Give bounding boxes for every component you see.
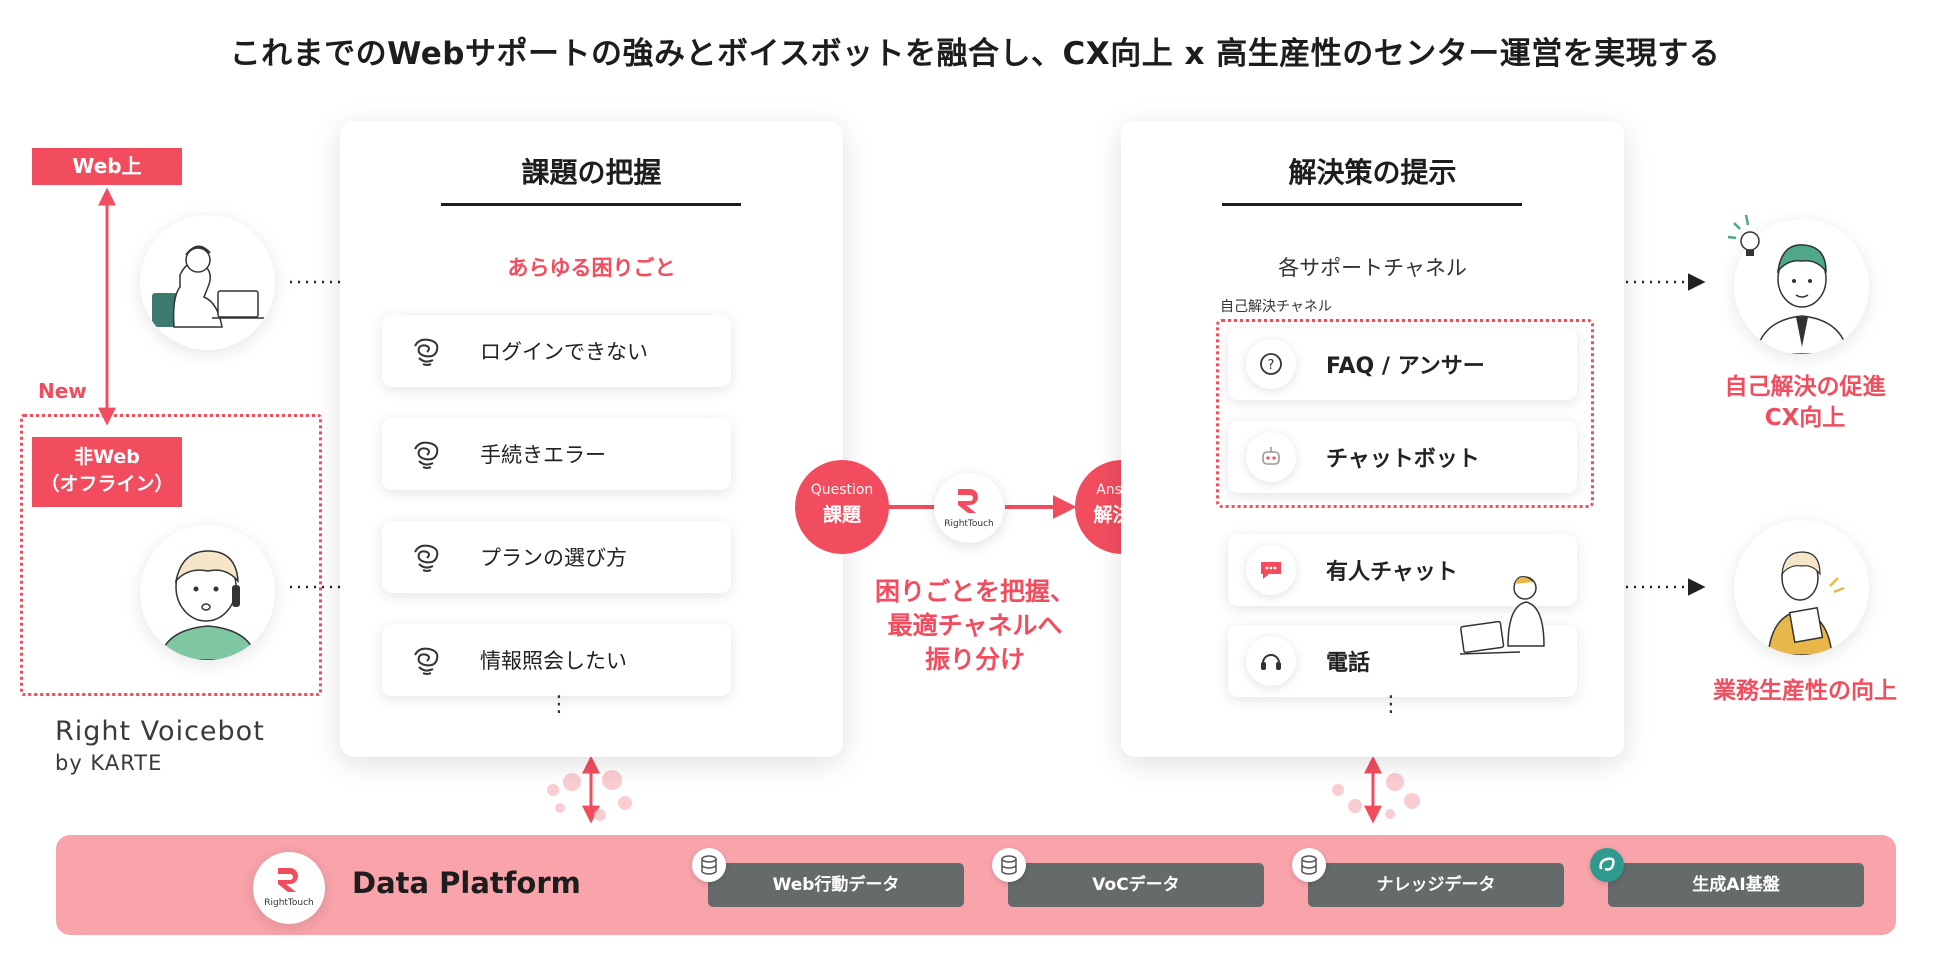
confused-scribble-icon	[408, 436, 444, 472]
data-pill-web-behavior: Web行動データ	[708, 863, 964, 907]
new-label: New	[38, 379, 87, 403]
confused-scribble-icon	[408, 539, 444, 575]
operator-illustration	[1459, 566, 1565, 666]
solution-label: 有人チャット	[1326, 560, 1458, 585]
solution-label: 電話	[1326, 651, 1371, 676]
righttouch-mark-icon	[958, 489, 978, 513]
headset-icon	[1246, 636, 1296, 686]
issues-card-title: 課題の把握	[521, 156, 662, 189]
issues-title-rule	[441, 203, 741, 206]
issue-item[interactable]: 情報照会したい	[382, 624, 731, 696]
data-platform-bar	[56, 835, 1896, 935]
question-node: Question 課題	[795, 460, 889, 554]
question-icon: ?	[1246, 339, 1296, 389]
issue-item[interactable]: プランの選び方	[382, 521, 731, 593]
lightbulb-icon	[1726, 205, 1768, 267]
solutions-card-title: 解決策の提示	[1288, 156, 1457, 189]
solution-item[interactable]: チャットボット	[1228, 421, 1577, 493]
issue-item[interactable]: 手続きエラー	[382, 418, 731, 490]
question-node-big: 課題	[822, 504, 861, 526]
issue-label: 情報照会したい	[480, 649, 627, 673]
righttouch-logo-platform: RightTouch	[253, 852, 325, 924]
solution-item[interactable]: ? FAQ / アンサー	[1228, 328, 1577, 400]
self-resolve-dotted-frame	[1216, 319, 1594, 508]
page-headline: これまでのWebサポートの強みとボイスボットを融合し、CX向上 x 高生産性のセ…	[229, 36, 1721, 72]
platform-logo-text: RightTouch	[264, 898, 314, 908]
issues-subhead: あらゆる困りごと	[507, 256, 676, 280]
offline-dotted-frame	[20, 414, 322, 696]
chat-bubble-icon	[1246, 545, 1296, 595]
issue-item[interactable]: ログインできない	[382, 315, 731, 387]
data-pill-voc: VoCデータ	[1008, 863, 1264, 907]
web-tag: Web上	[32, 148, 182, 185]
ai-swirl-icon	[1590, 848, 1624, 882]
businesswoman-illustration	[1734, 520, 1869, 655]
data-pill-genai: 生成AI基盤	[1608, 863, 1864, 907]
result-productivity: 業務生産性の向上	[1713, 678, 1897, 704]
center-logo-text: RightTouch	[944, 519, 994, 529]
solutions-more-ellipsis: ⋮	[1380, 692, 1402, 717]
confused-scribble-icon	[408, 642, 444, 678]
routing-caption: 困りごとを把握、 最適チャネルへ 振り分け	[874, 577, 1075, 674]
decor-bubbles	[547, 770, 1420, 821]
solutions-title-rule	[1222, 203, 1522, 206]
solution-item[interactable]: 有人チャット	[1228, 534, 1577, 606]
issue-label: プランの選び方	[480, 546, 627, 570]
issue-label: 手続きエラー	[480, 443, 606, 467]
data-platform-title: Data Platform	[352, 866, 581, 900]
data-pill-knowledge: ナレッジデータ	[1308, 863, 1564, 907]
brand-by-karte: by KARTE	[55, 751, 163, 775]
database-icon	[992, 848, 1026, 882]
righttouch-logo-center: RightTouch	[934, 473, 1004, 543]
righttouch-mark-icon	[278, 868, 298, 892]
result-self-resolve: 自己解決の促進 CX向上	[1724, 374, 1886, 431]
solutions-subhead: 各サポートチャネル	[1278, 256, 1467, 280]
right-voicebot-brand: Right Voicebot by KARTE	[55, 716, 265, 775]
confused-scribble-icon	[408, 333, 444, 369]
issue-label: ログインできない	[480, 340, 648, 364]
issues-card: 課題の把握 あらゆる困りごと ログインできない 手続きエラー プランの選び方 情…	[340, 121, 843, 757]
offline-user-illustration	[140, 525, 275, 660]
self-resolve-label: 自己解決チャネル	[1220, 299, 1332, 315]
brand-name: Right Voicebot	[55, 716, 265, 747]
web-user-illustration	[140, 215, 275, 350]
question-node-small: Question	[810, 482, 874, 498]
solution-label: FAQ / アンサー	[1326, 354, 1485, 379]
robot-icon	[1246, 432, 1296, 482]
svg-text:?: ?	[1268, 358, 1275, 373]
issues-more-ellipsis: ⋮	[548, 692, 570, 717]
nonweb-tag: 非Web （オフライン）	[32, 437, 182, 507]
database-icon	[1292, 848, 1326, 882]
database-icon	[692, 848, 726, 882]
solution-label: チャットボット	[1326, 447, 1480, 472]
